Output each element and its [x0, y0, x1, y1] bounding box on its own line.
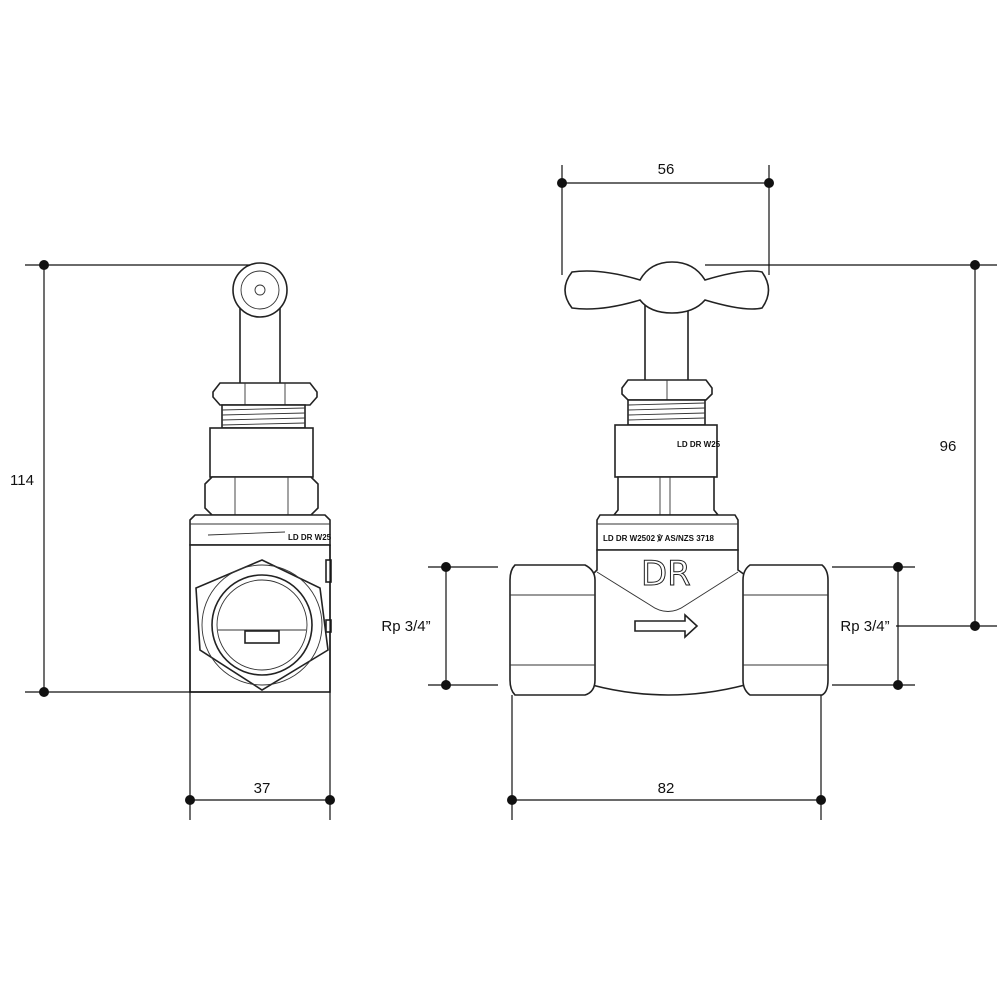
- bonnet-marking: LD DR W25: [677, 440, 721, 449]
- dim-rp-right: Rp 3/4”: [840, 618, 889, 635]
- dim-96: 96: [940, 438, 957, 455]
- side-view: LD DR W25: [189, 262, 332, 693]
- dim-82: 82: [658, 780, 675, 797]
- dim-56: 56: [658, 161, 675, 178]
- dim-37: 37: [254, 780, 271, 797]
- dimension-lines: [25, 165, 997, 820]
- flow-arrow-icon: [634, 613, 699, 639]
- dim-114: 114: [10, 472, 34, 489]
- side-collar-marking: LD DR W25: [288, 533, 332, 542]
- front-view: LD DR W25 LD DR W2502 ℣ AS/NZS 3718 DR: [509, 261, 829, 696]
- dr-logo: DR: [641, 554, 691, 594]
- dim-rp-left: Rp 3/4”: [381, 618, 430, 635]
- front-collar-marking: LD DR W2502 ℣ AS/NZS 3718: [603, 534, 715, 543]
- dimension-labels: 114 37 56 96 Rp 3/4” Rp 3/4” 82: [4, 161, 956, 797]
